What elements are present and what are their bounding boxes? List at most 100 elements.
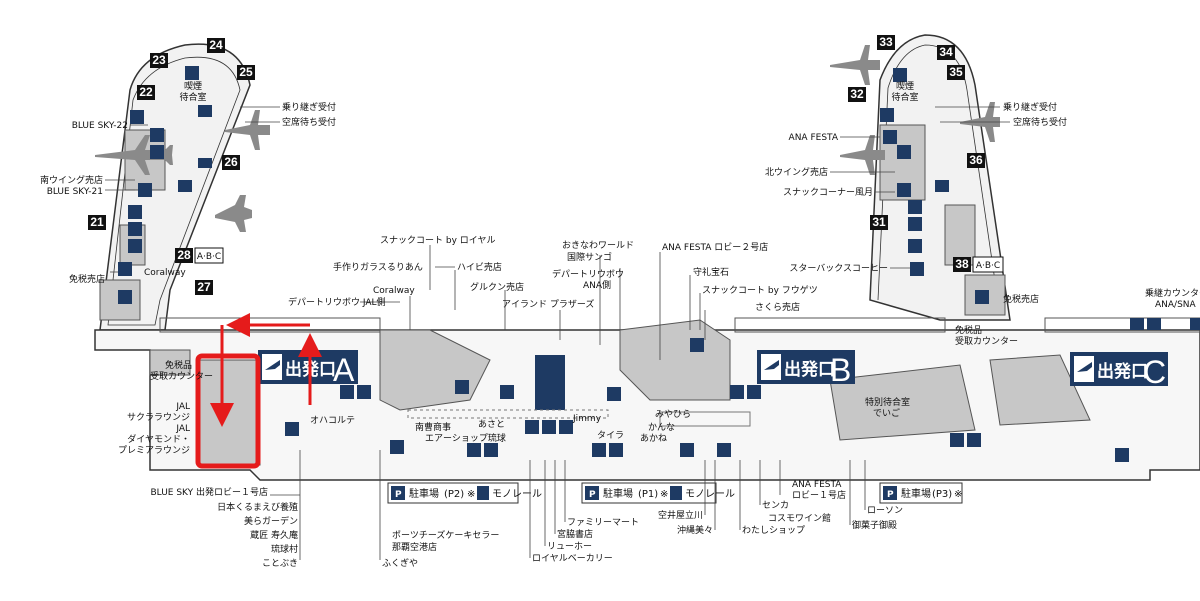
airplane-icon	[225, 110, 270, 150]
svg-text:受取カウンター: 受取カウンター	[955, 335, 1018, 347]
restaurant-icon	[118, 262, 132, 276]
shop-jimmy: Jimmy	[572, 414, 602, 424]
svg-text:ANA側: ANA側	[583, 279, 611, 291]
shop-island-plaza: アイランド プラザーズ	[502, 298, 594, 310]
wheelchair-icon	[357, 385, 371, 399]
svg-text:モノレール: モノレール	[492, 489, 542, 500]
phone-icon	[390, 440, 404, 454]
gate-25: 25	[239, 65, 253, 79]
departure-exit-a: 出発口 A	[258, 350, 358, 388]
svg-text:C: C	[1143, 354, 1166, 390]
leader-lines	[105, 106, 1010, 560]
departure-plane-icon	[764, 360, 779, 370]
west-pier	[99, 43, 251, 331]
shop-ana-festa: ANA FESTA	[789, 133, 839, 143]
airplane-icon	[830, 45, 880, 85]
gate-36: 36	[969, 153, 983, 167]
facility-icons	[118, 66, 1200, 462]
parking-p2: P 駐車場 (P2) ※ モノレール	[387, 482, 542, 504]
gate-34: 34	[939, 45, 953, 59]
restroom-icon	[592, 443, 606, 457]
wheelchair-icon	[484, 443, 498, 457]
svg-text:P: P	[887, 490, 894, 500]
airplane-icon	[840, 135, 885, 175]
shop-ryukyumura: 琉球村	[271, 543, 298, 555]
svg-text:でいご: でいご	[873, 407, 900, 419]
shop-okashi: 御菓子御殿	[852, 519, 897, 531]
svg-text:駐車場: 駐車場	[901, 487, 931, 500]
shop-cosmo: コスモワイン館	[768, 512, 831, 524]
departure-plane-icon	[1077, 362, 1092, 372]
shop-miyahira: みやひら	[655, 409, 691, 420]
shop-icon	[455, 380, 469, 394]
wheelchair-icon	[150, 145, 164, 159]
shop-coralway-west: Coralway	[144, 268, 186, 278]
svg-text:※: ※	[954, 489, 962, 500]
shop-icon	[607, 387, 621, 401]
shop-royal-bakery: ロイヤルベーカリー	[532, 553, 613, 564]
shop-asato: あさと	[478, 419, 505, 430]
shop-lawson: ローソン	[867, 506, 903, 516]
svg-text:A: A	[333, 352, 355, 388]
shop-familymart: ファミリーマート	[567, 518, 639, 528]
svg-text:駐車場: 駐車場	[409, 487, 439, 500]
departure-exit-c: 出発口 C	[1070, 352, 1168, 390]
gate-21: 21	[90, 215, 104, 229]
escalator-icon	[540, 370, 560, 394]
gate-33: 33	[879, 35, 893, 49]
phone-icon	[680, 443, 694, 457]
gate-32: 32	[850, 87, 864, 101]
gate-24: 24	[209, 38, 223, 52]
shop-shuzo: 蔵匠 寿久庵	[250, 529, 298, 541]
shop-snack-fugetsu-court: スナックコート by フウゲツ	[702, 284, 818, 296]
shop-blue-sky-1: BLUE SKY 出発ロビー１号店	[150, 486, 268, 498]
main-concourse	[94, 317, 1200, 481]
shop-starbucks: スターバックスコーヒー	[789, 263, 888, 274]
shop-icon	[975, 290, 989, 304]
shop-blue-sky-22: BLUE SKY-22	[72, 121, 128, 131]
shop-depart-jal: デパートリウボウ JAL側	[288, 296, 386, 308]
west-pier-labels: 喫煙 待合室 乗り継ぎ受付 空席待ち受付 BLUE SKY-22 南ウイング売店…	[40, 80, 336, 285]
shop-snack-fugetsu: スナックコーナー風月	[783, 187, 873, 198]
info-icon	[542, 420, 556, 434]
gate-22: 22	[139, 85, 153, 99]
gate-38-suffix: A·B·C	[976, 261, 1000, 271]
jal-sakura-lounge: JAL	[175, 402, 190, 412]
wifi-icon	[525, 420, 539, 434]
svg-text:ロビー１号店: ロビー１号店	[792, 489, 846, 501]
shop-duty-free-east: 免税売店	[1003, 293, 1039, 305]
restroom-icon	[908, 200, 922, 214]
shop-north-wing: 北ウイング売店	[765, 166, 828, 178]
phone-icon	[1115, 448, 1129, 462]
svg-text:サクララウンジ: サクララウンジ	[127, 412, 190, 423]
restroom-icon	[128, 205, 142, 219]
shop-icon	[1147, 318, 1161, 330]
shop-icon	[118, 290, 132, 304]
shop-ana-festa-1: ANA FESTA	[792, 480, 842, 490]
shop-gurukun: グルクン売店	[470, 281, 524, 293]
shop-okinawa-world: おきなわワールド	[562, 240, 634, 251]
restaurant-icon	[897, 183, 911, 197]
gate-23: 23	[152, 53, 166, 67]
wheelchair-icon	[908, 239, 922, 253]
gate-31: 31	[872, 215, 886, 229]
svg-text:ANA/SNA: ANA/SNA	[1155, 300, 1197, 310]
restaurant-icon	[138, 183, 152, 197]
shop-kurumaebi: 日本くるまえび養殖	[217, 501, 298, 513]
route-highlight	[195, 313, 322, 469]
east-pier-labels: 喫煙 待合室 乗り継ぎ受付 空席待ち受付 ANA FESTA 北ウイング売店 ス…	[765, 80, 1200, 310]
shop-ryuho: リューホー	[547, 541, 592, 552]
svg-text:ダイヤモンド・: ダイヤモンド・	[127, 433, 190, 445]
svg-text:待合室: 待合室	[179, 91, 206, 103]
escalator-icon	[285, 422, 299, 436]
svg-text:那覇空港店: 那覇空港店	[392, 541, 437, 553]
shop-ohakorute: オハコルテ	[310, 415, 355, 426]
phone-icon	[1190, 318, 1200, 330]
svg-text:待合室: 待合室	[891, 91, 918, 103]
wifi-icon	[935, 180, 949, 192]
shop-depart-ana: デパートリウボウ	[552, 268, 624, 280]
restaurant-icon	[910, 262, 924, 276]
parking-p1: P 駐車場 (P1) ※ モノレール	[581, 482, 735, 504]
transfer-counter-label: 乗継カウンター	[1145, 287, 1200, 299]
shop-ana-festa-2: ANA FESTA ロビー２号店	[662, 241, 768, 253]
